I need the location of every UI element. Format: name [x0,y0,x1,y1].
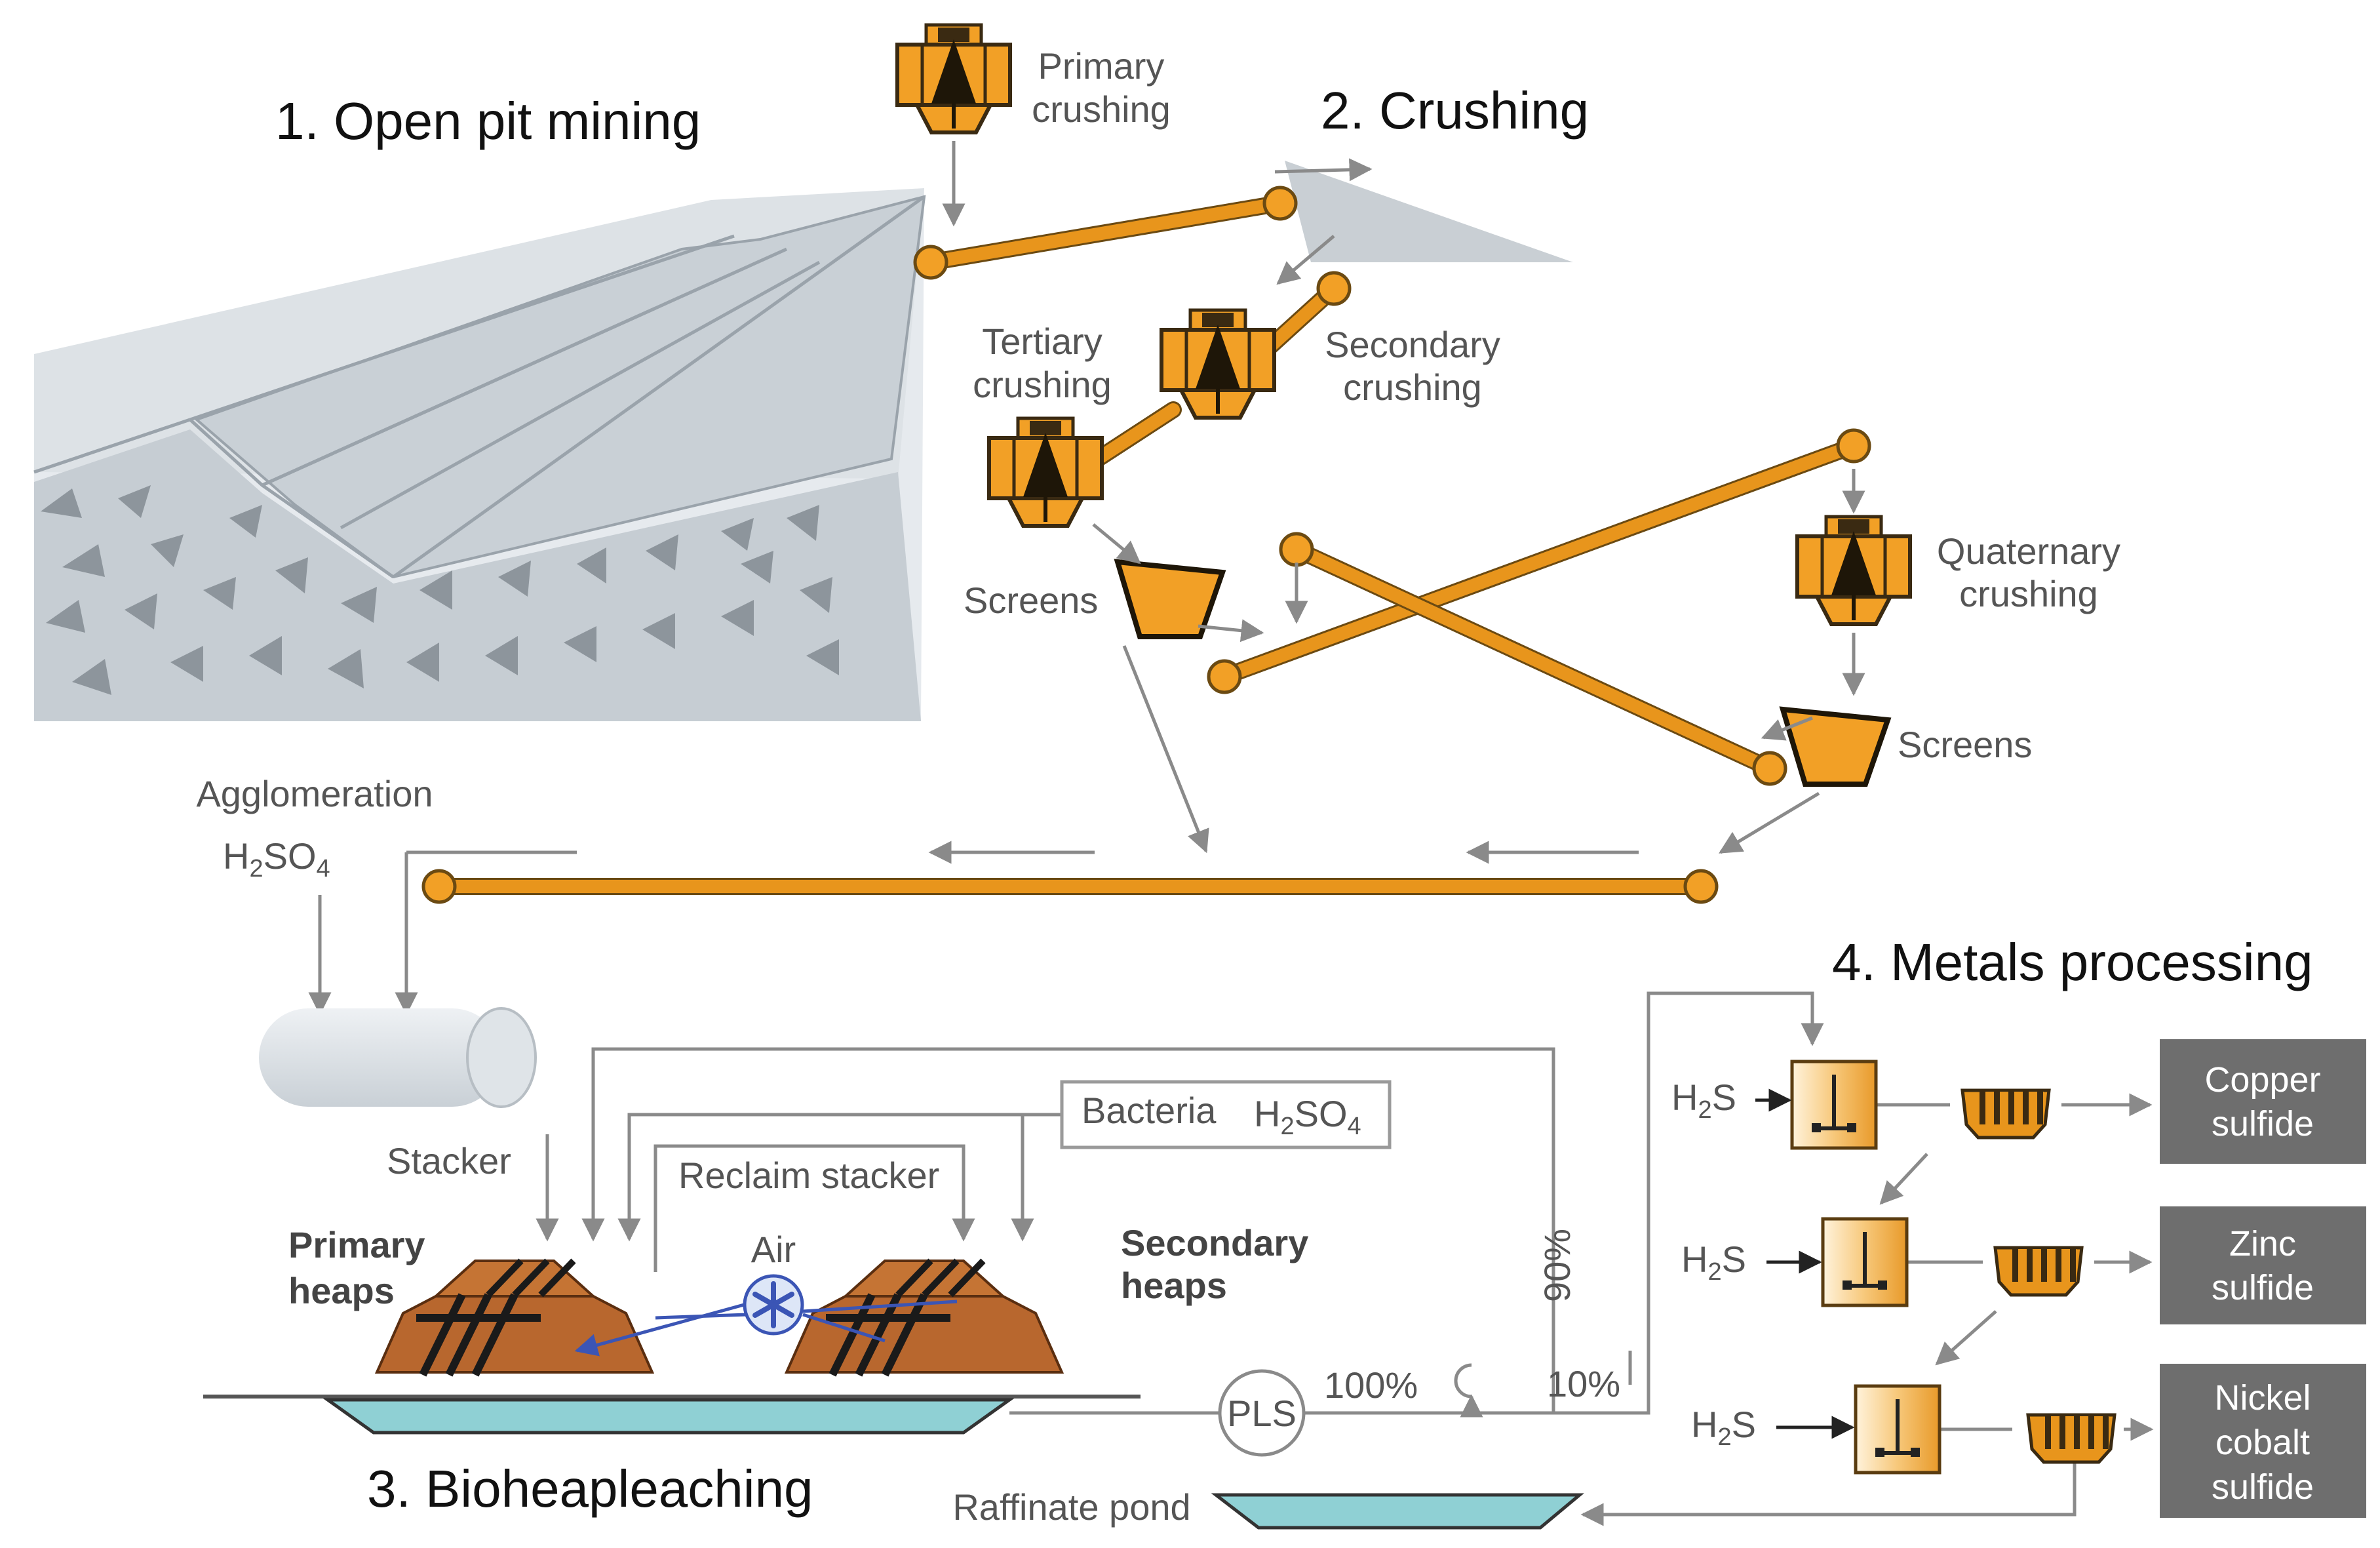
label-reclaim-stacker: Reclaim stacker [678,1155,939,1196]
svg-text:Primary: Primary [288,1224,425,1265]
crushed-ore-stockpile [1285,161,1573,262]
stage-title-bioheapleaching: 3. Bioheapleaching [367,1459,813,1518]
pls-tank [1218,1369,1306,1457]
svg-text:Zinc: Zinc [2229,1224,2296,1263]
svg-text:crushing: crushing [1032,89,1171,130]
svg-text:Secondary: Secondary [1121,1222,1308,1263]
conveyor-belts [421,186,1871,904]
h2s-feed-zinc: H2S [1681,1239,1822,1286]
label-quaternary-crushing: Quaternary crushing [1937,530,2120,614]
svg-text:sulfide: sulfide [2212,1268,2314,1307]
crushing-flow-arrows [308,141,1865,1016]
svg-text:heaps: heaps [288,1270,395,1311]
stage-title-mining: 1. Open pit mining [275,92,701,150]
precipitation-tank-zinc [1823,1219,1907,1305]
label-split-percent: 10% [1547,1363,1620,1404]
metals-flow-lines [1580,1093,2154,1526]
raffinate-pond [1211,1493,1584,1530]
h2s-feed-nickel: H2S [1691,1404,1855,1451]
air-distribution-lines [574,1300,958,1357]
svg-text:H2S: H2S [1691,1404,1756,1451]
agglomeration-drum [259,1007,537,1108]
leach-collection-pond [322,1398,1015,1435]
product-copper-sulfide: Copper sulfide [2160,1039,2366,1164]
svg-text:Nickel: Nickel [2214,1378,2311,1418]
svg-text:H2S: H2S [1681,1239,1746,1286]
label-primary-heaps: Primary heaps [288,1224,425,1311]
svg-text:Tertiary: Tertiary [982,321,1102,362]
tertiary-crusher-icon [989,418,1102,526]
label-pls: PLS [1227,1393,1297,1434]
svg-text:crushing: crushing [1343,367,1482,408]
primary-heap [377,1261,652,1375]
label-bacteria: Bacteria [1082,1090,1217,1131]
svg-text:sulfide: sulfide [2212,1104,2314,1143]
label-raffinate-pond: Raffinate pond [952,1486,1190,1528]
filter-press-copper [1962,1090,2049,1138]
product-zinc-sulfide: Zinc sulfide [2160,1206,2366,1324]
precipitation-tank-nickel [1856,1386,1940,1473]
stage-title-crushing: 2. Crushing [1321,81,1589,140]
label-air: Air [751,1229,796,1270]
heap-recirculation-lines [536,991,1824,1418]
filter-press-nickel [2028,1415,2115,1462]
label-primary-crushing: Primary crushing [1032,45,1171,130]
label-acid-bacteria: H2SO4 [1254,1093,1361,1140]
svg-text:H2S: H2S [1671,1077,1736,1124]
bacteria-acid-dosing-box [1060,1080,1392,1149]
svg-text:Primary: Primary [1038,45,1165,87]
screen-icon [1783,709,1888,784]
svg-text:crushing: crushing [973,364,1112,405]
precipitation-tank-copper [1792,1062,1876,1148]
quaternary-crusher-icon [1797,517,1910,624]
svg-text:sulfide: sulfide [2212,1467,2314,1507]
air-blower-icon [743,1274,804,1336]
filter-press-zinc [1995,1248,2082,1295]
label-split-percent: 90% [1536,1229,1578,1302]
svg-text:Quaternary: Quaternary [1937,530,2120,572]
label-agglomeration: Agglomeration [196,773,433,814]
label-screens: Screens [1898,724,2032,765]
svg-text:Copper: Copper [2204,1060,2320,1100]
label-screens: Screens [964,580,1098,621]
label-tertiary-crushing: Tertiary crushing [973,321,1112,405]
label-acid-agglomeration: H2SO4 [223,835,330,883]
label-secondary-crushing: Secondary crushing [1325,324,1500,408]
h2s-feed-copper: H2S [1671,1077,1792,1124]
open-pit-mine [33,161,1573,721]
label-pls-percent: 100% [1324,1364,1418,1406]
label-secondary-heaps: Secondary heaps [1121,1222,1308,1306]
svg-text:crushing: crushing [1959,573,2098,614]
secondary-crusher-icon [1161,310,1274,418]
stage-title-metals: 4. Metals processing [1832,933,2313,991]
svg-text:Secondary: Secondary [1325,324,1500,365]
primary-crusher-icon [897,25,1010,132]
label-stacker: Stacker [387,1140,511,1181]
secondary-heap [787,1261,1062,1375]
product-nickel-cobalt-sulfide: Nickel cobalt sulfide [2160,1364,2366,1518]
svg-text:heaps: heaps [1121,1265,1227,1306]
svg-text:cobalt: cobalt [2215,1423,2310,1462]
